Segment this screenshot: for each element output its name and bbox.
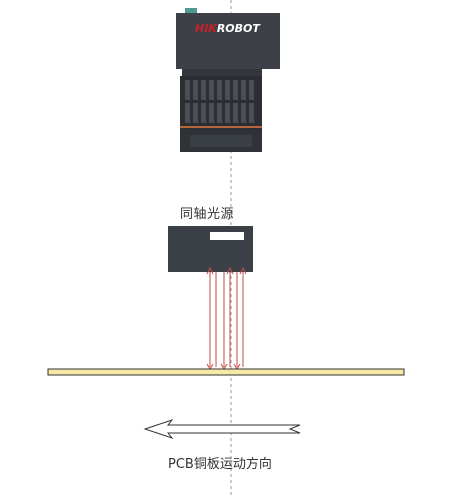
camera-brand-label: HIKROBOT (195, 22, 261, 35)
left-arrow-icon (143, 418, 301, 440)
coaxial-light-label: 同轴光源 (180, 207, 235, 222)
coaxial-light-icon (168, 226, 253, 272)
light-rays (206, 266, 247, 370)
pcb-board (47, 368, 405, 376)
pcb-motion-direction-label: PCB铜板运动方向 (168, 457, 272, 472)
camera-icon: HIKROBOT (176, 8, 280, 152)
